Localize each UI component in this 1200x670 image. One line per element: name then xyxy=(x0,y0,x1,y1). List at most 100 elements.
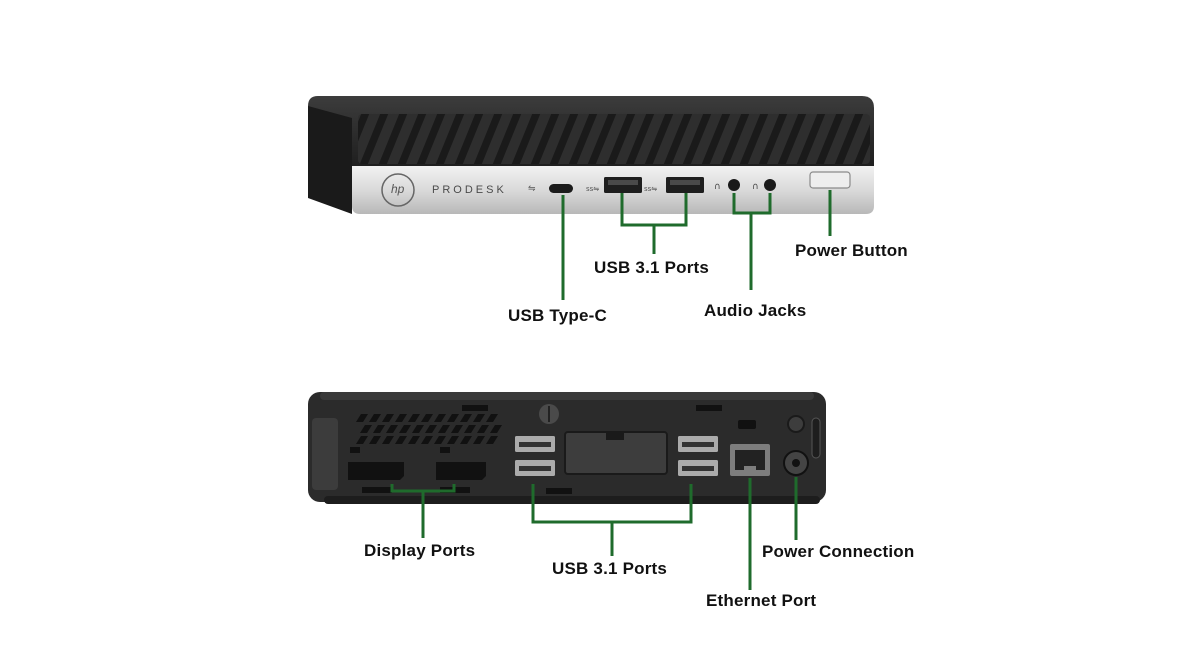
rear-vent-holes xyxy=(356,414,502,444)
rear-vent-hole xyxy=(373,425,385,433)
hp-logo-icon xyxy=(381,173,415,207)
label-usb31-rear: USB 3.1 Ports xyxy=(552,559,668,578)
rear-side-foot xyxy=(312,418,338,490)
rear-vent-hole xyxy=(460,414,472,422)
vent-slot xyxy=(777,114,807,164)
vent-slot xyxy=(416,114,446,164)
vent-slot xyxy=(587,114,617,164)
vent-slot xyxy=(435,114,465,164)
vent-slot xyxy=(853,114,870,164)
rear-vent-hole xyxy=(421,414,433,422)
rear-slot-b xyxy=(696,405,722,411)
dp-icon-2 xyxy=(440,447,450,453)
rear-vent-hole xyxy=(490,425,502,433)
rear-vent-hole xyxy=(386,425,398,433)
rear-vent-hole xyxy=(473,436,485,444)
rear-vent-hole xyxy=(408,414,420,422)
label-display-ports: Display Ports xyxy=(364,541,476,560)
rear-chassis-top-edge xyxy=(320,392,814,400)
vent-slot xyxy=(568,114,598,164)
label-usb31-front: USB 3.1 Ports xyxy=(594,258,710,277)
prodesk-brand-text: PRODESK xyxy=(432,184,507,196)
ethernet-port-notch xyxy=(744,466,756,472)
rear-vent-hole xyxy=(434,436,446,444)
rear-vent-hole xyxy=(434,414,446,422)
label-ethernet-port: Ethernet Port xyxy=(706,591,817,610)
rear-vent-hole xyxy=(395,436,407,444)
vent-slot xyxy=(891,112,921,166)
rear-vent-hole xyxy=(399,425,411,433)
rear-view xyxy=(308,392,826,504)
vent-slot xyxy=(720,114,750,164)
label-power-connection: Power Connection xyxy=(762,542,915,561)
vent-slot xyxy=(739,114,769,164)
front-leader-lines xyxy=(561,190,832,300)
front-view: ⇋ ss⇋ ss⇋ ∩ ∩ xyxy=(308,96,921,214)
rear-vent-hole xyxy=(408,436,420,444)
rear-vent-hole xyxy=(395,414,407,422)
vent-slot xyxy=(397,114,427,164)
rear-vent-hole xyxy=(425,425,437,433)
rear-vent-hole xyxy=(486,436,498,444)
vent-slot xyxy=(815,114,845,164)
rear-vent-hole xyxy=(438,425,450,433)
label-audio-jacks: Audio Jacks xyxy=(704,301,807,320)
rear-base xyxy=(324,496,820,504)
usb-a-port-2-tongue xyxy=(670,180,700,185)
vent-slot xyxy=(511,114,541,164)
vent-slot xyxy=(454,114,484,164)
rear-vent-hole xyxy=(412,425,424,433)
vent-slot xyxy=(358,114,370,164)
rear-usb-1-tongue xyxy=(519,442,551,447)
vent-slot xyxy=(663,114,693,164)
vent-slot xyxy=(796,114,826,164)
rear-vent-hole xyxy=(451,425,463,433)
audio-jack-2 xyxy=(764,179,776,191)
leader-usb31-front xyxy=(620,193,688,254)
lock-hole xyxy=(787,415,805,433)
usb-c-port xyxy=(549,184,573,193)
rear-vent-hole xyxy=(447,436,459,444)
leader-audio xyxy=(732,193,772,290)
front-vent-slots xyxy=(358,112,921,166)
dp-slot-1 xyxy=(362,487,392,493)
rear-vent-hole xyxy=(369,436,381,444)
vent-slot xyxy=(625,114,655,164)
vent-slot xyxy=(644,114,674,164)
leader-usb31-rear xyxy=(531,484,693,556)
power-button-shape xyxy=(809,171,851,189)
rear-vent-hole xyxy=(421,436,433,444)
display-port-1 xyxy=(348,462,404,480)
rear-vent-hole xyxy=(382,414,394,422)
leader-display-ports xyxy=(390,484,456,538)
mic-icon: ∩ xyxy=(752,182,759,192)
vent-slot xyxy=(359,114,389,164)
rear-vent-hole xyxy=(356,436,368,444)
display-port-2 xyxy=(436,462,486,480)
rear-vent-hole xyxy=(464,425,476,433)
dp-icon-1 xyxy=(350,447,360,453)
rear-vent-hole xyxy=(486,414,498,422)
rear-vent-hole xyxy=(369,414,381,422)
rear-vent-hole xyxy=(477,425,489,433)
expansion-cover-tab xyxy=(606,432,624,440)
headphone-icon: ∩ xyxy=(714,182,721,192)
rear-leader-lines xyxy=(390,477,798,590)
power-connector-pin xyxy=(792,459,800,467)
ss-symbol-icon-2: ss⇋ xyxy=(644,185,657,193)
ss-symbol-icon: ss⇋ xyxy=(586,185,599,193)
label-usb-type-c: USB Type-C xyxy=(508,306,607,325)
rear-vent-hole xyxy=(356,414,368,422)
vent-slot xyxy=(682,114,712,164)
vent-slot xyxy=(378,114,408,164)
vent-slot xyxy=(473,114,503,164)
ethernet-port-opening xyxy=(735,450,765,470)
audio-jack-1 xyxy=(728,179,740,191)
rear-usb-2-tongue xyxy=(519,466,551,471)
hp-logo-text: hp xyxy=(391,182,405,196)
label-power-button: Power Button xyxy=(795,241,908,260)
vent-slot xyxy=(492,114,522,164)
vent-slot xyxy=(530,114,560,164)
